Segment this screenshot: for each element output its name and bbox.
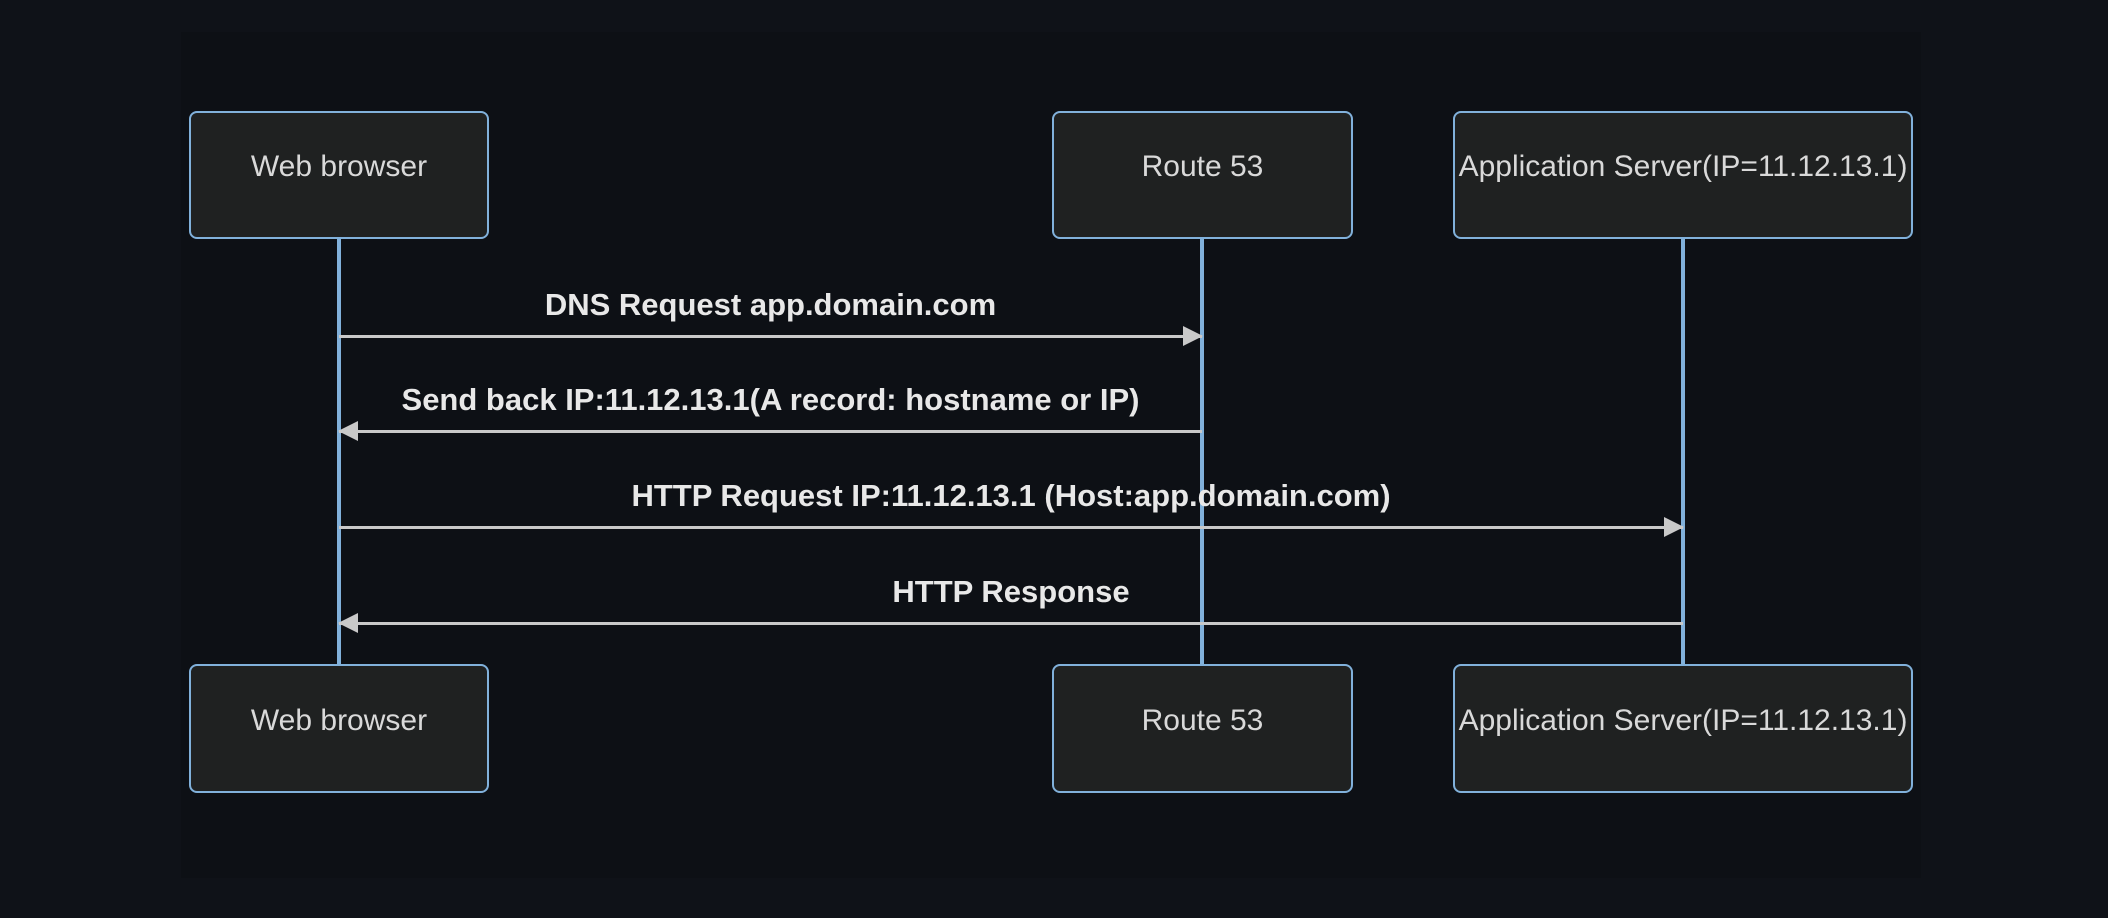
lifeline-web-browser xyxy=(337,239,341,664)
message-label: HTTP Response xyxy=(892,573,1130,609)
actor-box-application-server-bottom: Application Server(IP=11.12.13.1) xyxy=(1453,664,1913,793)
actor-box-route-53-bottom: Route 53 xyxy=(1052,664,1353,793)
actor-box-web-browser-top: Web browser xyxy=(189,111,489,239)
lifeline-route-53 xyxy=(1200,239,1204,664)
actor-box-application-server-top: Application Server(IP=11.12.13.1) xyxy=(1453,111,1913,239)
message-label: Send back IP:11.12.13.1(A record: hostna… xyxy=(401,381,1140,417)
actor-label: Web browser xyxy=(250,703,428,737)
actor-label: Application Server(IP=11.12.13.1) xyxy=(1458,150,1908,183)
message-line xyxy=(339,526,1683,529)
lifeline-application-server xyxy=(1681,239,1685,664)
message-label: HTTP Request IP:11.12.13.1 (Host:app.dom… xyxy=(631,477,1391,513)
actor-box-route-53-top: Route 53 xyxy=(1052,111,1353,239)
message-label: DNS Request app.domain.com xyxy=(544,286,997,322)
arrowhead-right-icon xyxy=(1183,326,1203,346)
message-line xyxy=(339,430,1202,433)
actor-label: Route 53 xyxy=(1141,703,1264,737)
actor-box-web-browser-bottom: Web browser xyxy=(189,664,489,793)
arrowhead-left-icon xyxy=(338,613,358,633)
actor-label: Application Server(IP=11.12.13.1) xyxy=(1458,703,1908,737)
actor-label: Route 53 xyxy=(1141,150,1264,183)
message-line xyxy=(339,622,1683,625)
arrowhead-left-icon xyxy=(338,421,358,441)
arrowhead-right-icon xyxy=(1664,517,1684,537)
actor-label: Web browser xyxy=(250,150,428,183)
message-line xyxy=(339,335,1202,338)
